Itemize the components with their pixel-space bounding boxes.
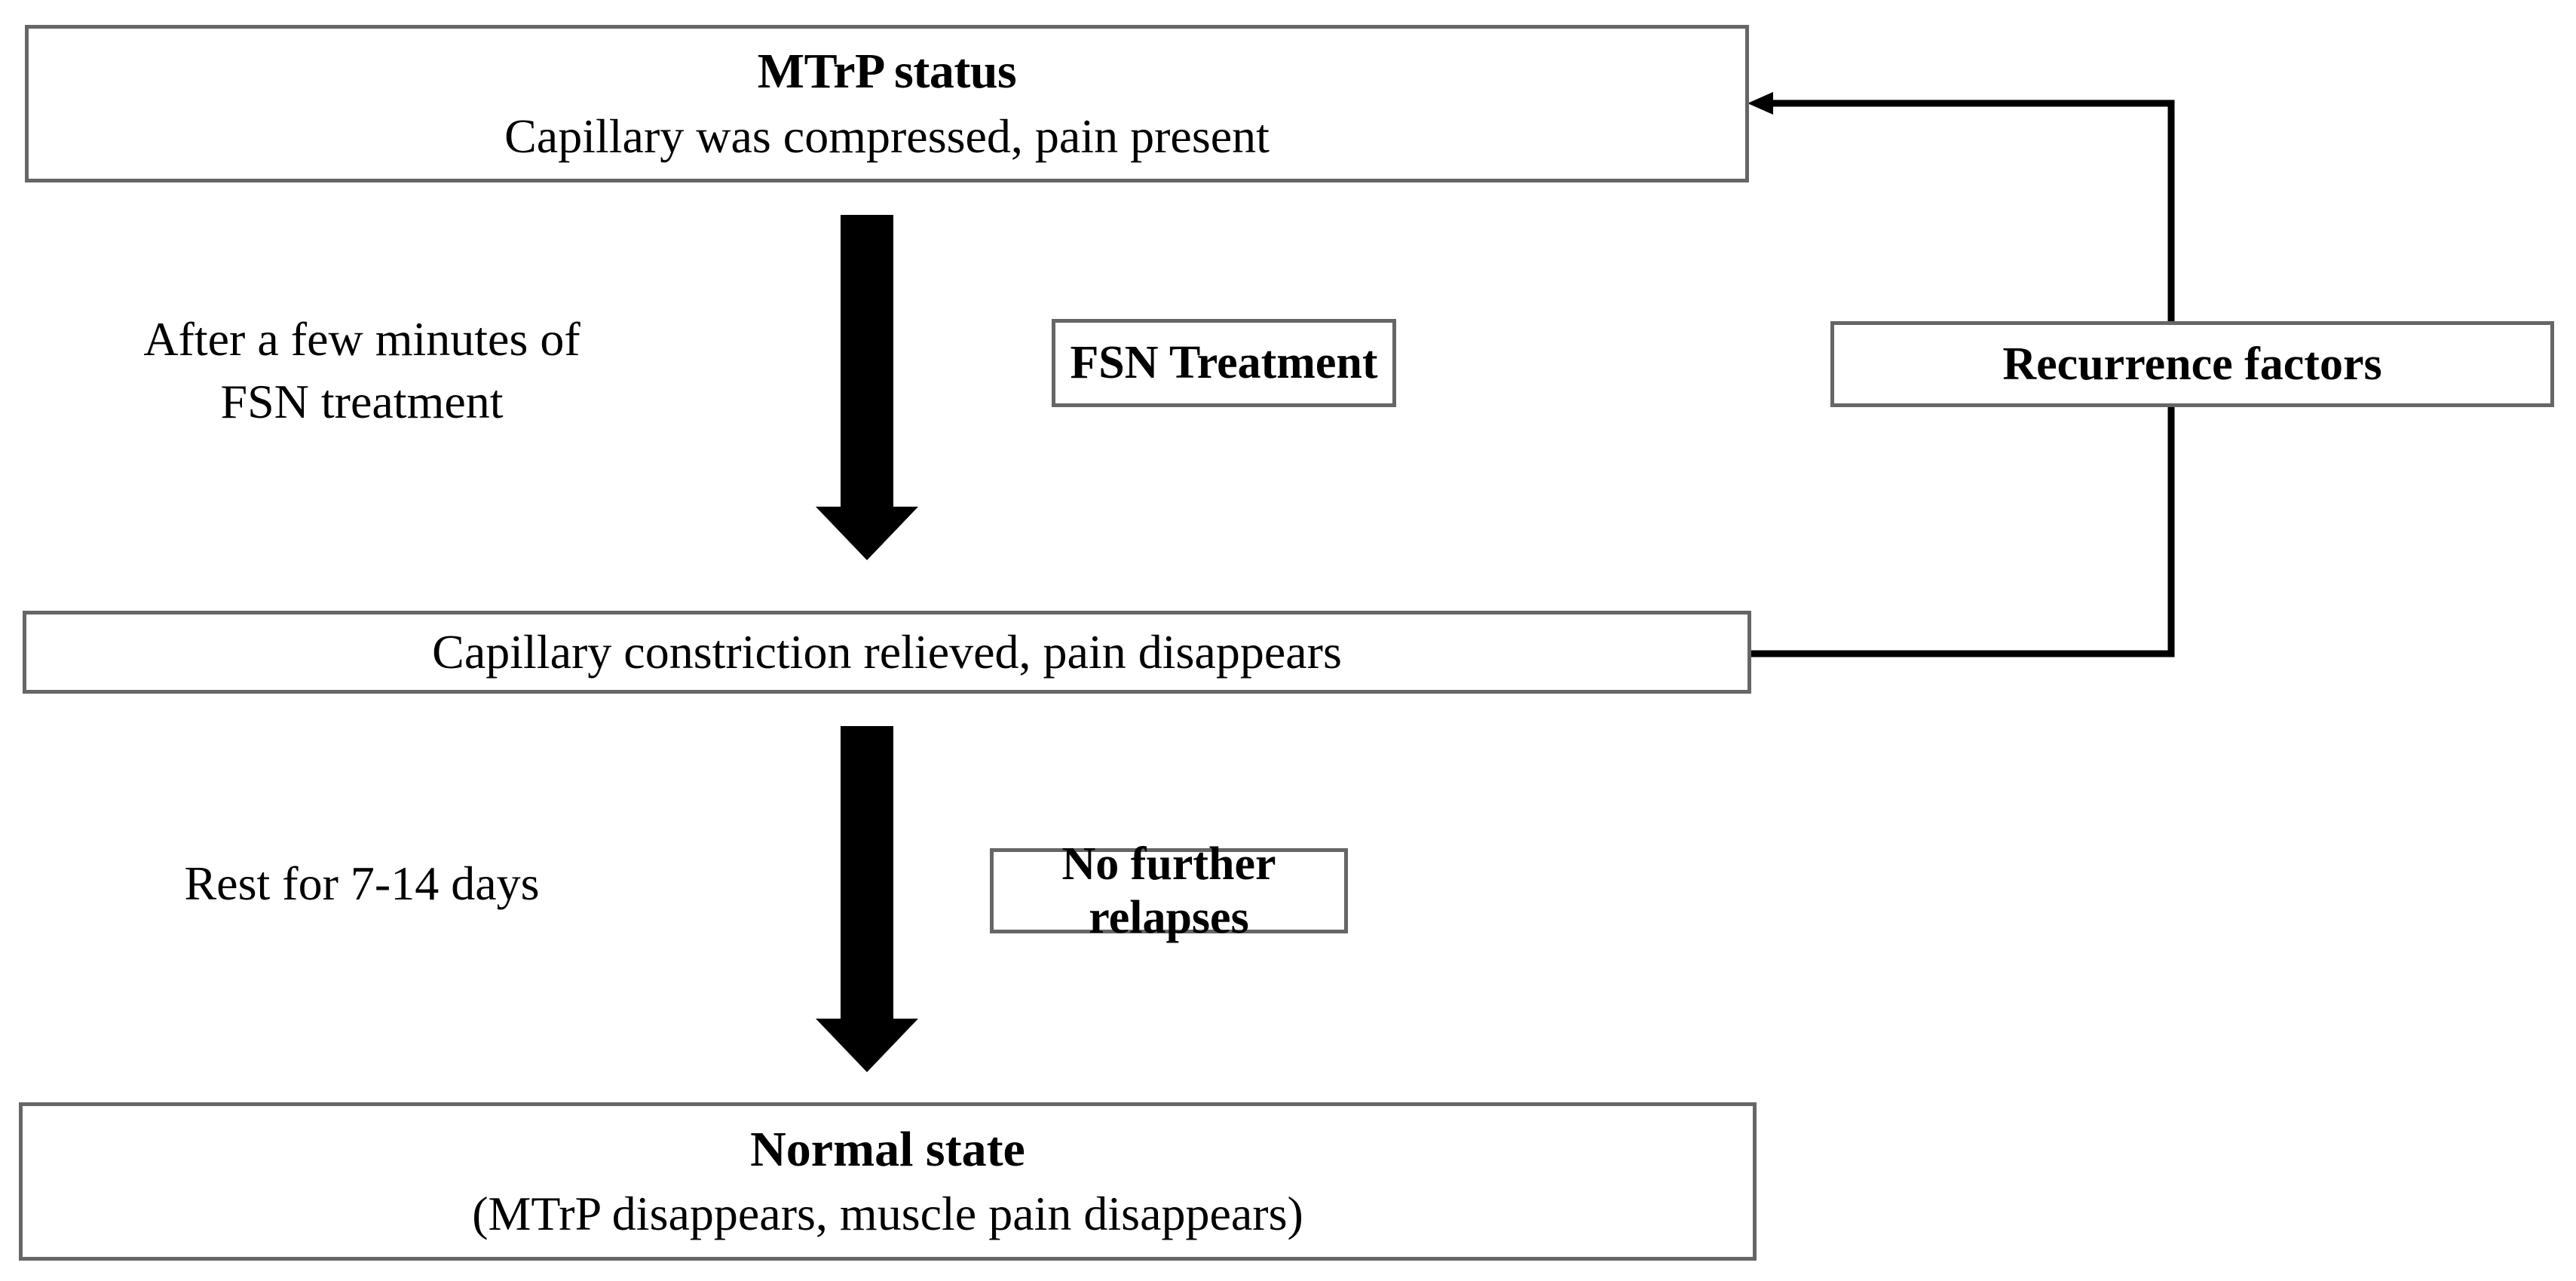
down-arrow-icon-2 (816, 726, 918, 1072)
node-normal-state-detail: (MTrP disappears, muscle pain disappears… (472, 1187, 1303, 1241)
node-mtrp-status[interactable]: MTrP status Capillary was compressed, pa… (25, 25, 1749, 182)
down-arrow-icon-1 (816, 215, 918, 560)
node-no-further-relapses[interactable]: No further relapses (990, 838, 1348, 943)
node-fsn-treatment-label: FSN Treatment (1070, 337, 1378, 388)
node-capillary-relieved-detail: Capillary constriction relieved, pain di… (432, 624, 1342, 679)
step-label-rest-line1: Rest for 7-14 days (184, 857, 540, 910)
step-label-after-fsn-line1: After a few minutes of (143, 312, 580, 366)
node-recurrence-factors[interactable]: Recurrence factors (1830, 321, 2554, 407)
recurrence-feedback-arrowhead-icon (1747, 92, 1773, 115)
node-normal-state[interactable]: Normal state (MTrP disappears, muscle pa… (19, 1102, 1757, 1261)
node-fsn-treatment[interactable]: FSN Treatment (1052, 319, 1396, 407)
node-mtrp-status-detail: Capillary was compressed, pain present (504, 109, 1270, 163)
step-label-after-fsn: After a few minutes of FSN treatment (45, 308, 678, 433)
node-normal-state-heading: Normal state (750, 1121, 1025, 1177)
node-no-further-relapses-label: No further relapses (1061, 838, 1276, 943)
step-label-after-fsn-line2: FSN treatment (220, 375, 504, 429)
node-recurrence-factors-label: Recurrence factors (2002, 338, 2382, 390)
node-capillary-relieved[interactable]: Capillary constriction relieved, pain di… (23, 611, 1751, 694)
node-mtrp-status-heading: MTrP status (757, 44, 1017, 100)
step-label-rest: Rest for 7-14 days (45, 852, 678, 915)
